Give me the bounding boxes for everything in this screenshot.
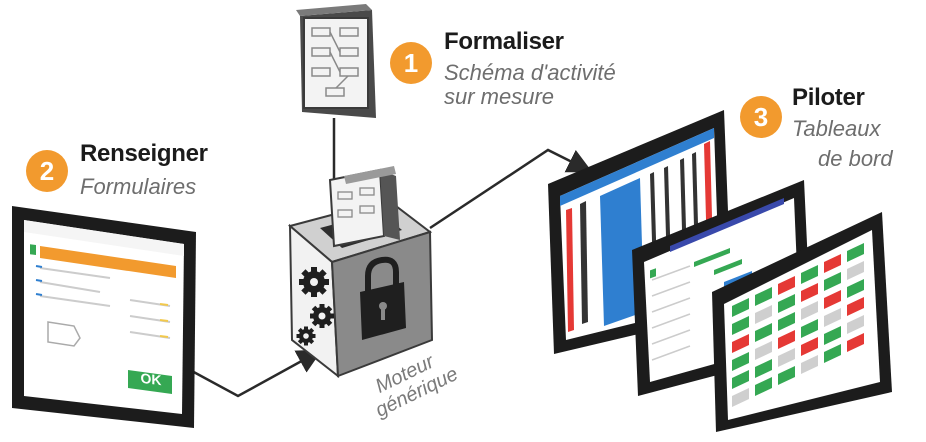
grid-cell bbox=[801, 355, 818, 374]
step-2-title: Renseigner bbox=[80, 140, 208, 167]
grid-cell bbox=[778, 348, 795, 367]
grid-cell bbox=[732, 370, 749, 389]
grid-cell bbox=[778, 312, 795, 331]
step-3-subtitle-line1: Tableaux bbox=[792, 116, 881, 141]
grid-cell bbox=[732, 352, 749, 371]
step-1-badge: 1 bbox=[390, 42, 432, 84]
grid-cell bbox=[755, 305, 772, 324]
grid-cell bbox=[732, 334, 749, 353]
grid-cell bbox=[755, 341, 772, 360]
tablet-forms bbox=[12, 206, 196, 428]
step-2-badge: 2 bbox=[26, 150, 68, 192]
grid-cell bbox=[801, 283, 818, 302]
grid-cell bbox=[732, 298, 749, 317]
step-2-subtitle-line1: Formulaires bbox=[80, 174, 197, 199]
step-3-badge: 3 bbox=[740, 96, 782, 138]
grid-cell bbox=[824, 254, 841, 273]
grid-cell bbox=[778, 294, 795, 313]
grid-cell bbox=[801, 301, 818, 320]
grid-cell bbox=[824, 326, 841, 345]
grid-cell bbox=[824, 290, 841, 309]
grid-cell bbox=[755, 377, 772, 396]
step-1-subtitle-line1: Schéma d'activité bbox=[444, 60, 616, 85]
grid-cell bbox=[801, 337, 818, 356]
arrow-engine-to-dashboards bbox=[429, 148, 593, 230]
lock-icon bbox=[360, 256, 406, 340]
arrow-tablet-to-engine bbox=[189, 349, 323, 398]
grid-cell bbox=[755, 323, 772, 342]
step-3-subtitle-line2: de bord bbox=[818, 146, 893, 171]
grid-cell bbox=[847, 333, 864, 352]
grid-cell bbox=[732, 388, 749, 407]
grid-cell bbox=[732, 316, 749, 335]
grid-cell bbox=[847, 315, 864, 334]
grid-cell bbox=[755, 359, 772, 378]
grid-cell bbox=[847, 261, 864, 280]
grid-cell bbox=[847, 297, 864, 316]
grid-cell bbox=[778, 330, 795, 349]
dashboard-screen-grid bbox=[712, 212, 892, 432]
grid-cell bbox=[847, 243, 864, 262]
gear-icon bbox=[296, 267, 334, 346]
grid-cell bbox=[778, 276, 795, 295]
grid-cell bbox=[778, 366, 795, 385]
grid-cell bbox=[801, 319, 818, 338]
schema-document-icon bbox=[296, 4, 376, 118]
grid-cell bbox=[824, 308, 841, 327]
grid-cell bbox=[824, 272, 841, 291]
grid-cell bbox=[847, 279, 864, 298]
step-3-title: Piloter bbox=[792, 84, 865, 111]
step-1-title: Formaliser bbox=[444, 28, 564, 55]
grid-cell bbox=[824, 344, 841, 363]
grid-cell bbox=[755, 287, 772, 306]
step-1-subtitle-line2: sur mesure bbox=[444, 84, 555, 109]
grid-cell bbox=[801, 265, 818, 284]
